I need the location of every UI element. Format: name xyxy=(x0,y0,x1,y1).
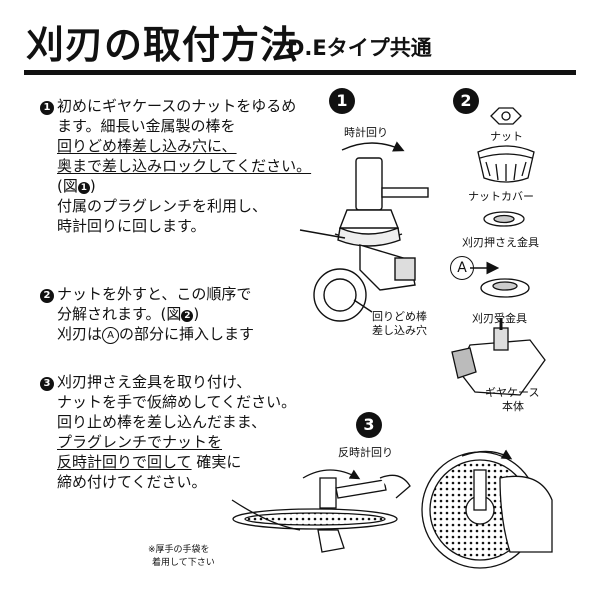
step-3-line-4: プラグレンチでナットを xyxy=(57,433,223,451)
step-3-line-5: 反時計回りで回して 確実に xyxy=(57,453,242,471)
wrench-line xyxy=(231,499,301,531)
page-title: 刈刃の取付方法 xyxy=(26,23,300,67)
part-label-presser-plate: 刈刃押さえ金具 xyxy=(462,236,539,249)
hand-icon xyxy=(379,474,411,499)
figure-1-gearcase-drawing xyxy=(299,141,429,322)
glove-note-line-1: ※厚手の手袋を xyxy=(148,545,210,555)
figure-1-badge: 1 xyxy=(329,88,355,114)
marker-a-icon: A xyxy=(450,256,474,280)
step-3-line-3: 回り止め棒を差し込んだまま、 xyxy=(57,413,267,431)
nut-icon xyxy=(490,107,522,125)
figure-3-badge: 3 xyxy=(356,412,382,438)
step-1-line-3: 回りどめ棒差し込み穴に、 xyxy=(57,137,237,155)
part-label-nut: ナット xyxy=(490,130,523,143)
clockwise-arrow-icon xyxy=(341,141,405,152)
figure-2-ref-icon: 2 xyxy=(181,310,194,322)
gearcase-label-line-1: ギヤケース xyxy=(485,386,540,399)
figure-2-badge: 2 xyxy=(453,88,479,114)
gearcase-label-line-2: 本体 xyxy=(502,400,524,413)
part-label-nut-cover: ナットカバー xyxy=(468,190,534,203)
figure-3-blade-drawing xyxy=(231,449,553,569)
rod-line xyxy=(299,229,346,239)
step-3-number-icon: 3 xyxy=(40,377,54,391)
clockwise-label: 時計回り xyxy=(344,126,388,139)
step-2-number-icon: 2 xyxy=(40,289,54,303)
glove-note-line-2: 着用して下さい xyxy=(152,558,215,568)
step-3-line-2: ナットを手で仮締めしてください。 xyxy=(57,393,297,411)
step-1-line-7: 時計回りに回します。 xyxy=(57,217,206,235)
counterclockwise-label: 反時計回り xyxy=(338,446,393,459)
counterclockwise-arrow-icon xyxy=(302,469,361,480)
step-1-number-icon: 1 xyxy=(40,101,54,115)
step-1-line-6: 付属のプラグレンチを利用し、 xyxy=(57,197,268,215)
circled-a-icon: A xyxy=(102,327,120,344)
title-divider xyxy=(24,70,576,75)
page-subtitle: D.Eタイプ共通 xyxy=(287,36,432,60)
glove-icon xyxy=(499,475,553,553)
step-3-line-6: 締め付けてください。 xyxy=(57,473,207,491)
step-1-line-2: ます。細長い金属製の棒を xyxy=(57,117,236,135)
figure-2-exploded-drawing xyxy=(451,107,546,396)
step-1-line-4: 奥まで差し込みロックしてください。 xyxy=(57,157,312,175)
figure-1-ref-icon: 1 xyxy=(77,182,90,194)
hole-label-line-1: 回りどめ棒 xyxy=(372,310,427,323)
part-label-receiver-plate: 刈刃受金具 xyxy=(472,312,527,325)
hole-label-line-2: 差し込み穴 xyxy=(372,324,427,337)
